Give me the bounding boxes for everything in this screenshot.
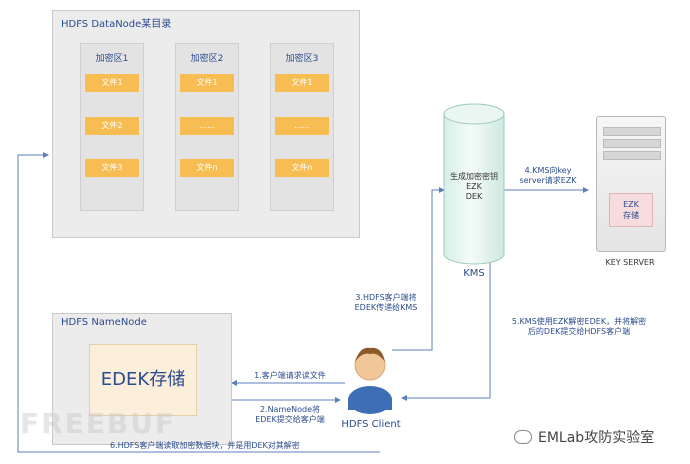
arrow-step5 — [401, 250, 491, 401]
file-block: 文件n — [275, 159, 329, 177]
kms-line: 生成加密密钥 — [450, 172, 498, 181]
zone-label: 加密区1 — [95, 54, 129, 64]
step3-label: 3.HDFS客户端将 EDEK传递给KMS — [346, 293, 426, 313]
edek-storage-label: EDEK存储 — [100, 369, 186, 390]
client-label: HDFS Client — [341, 419, 401, 430]
encryption-zone-2: 加密区2 文件1 ...... 文件n — [175, 43, 239, 211]
file-block: 文件1 — [180, 74, 234, 92]
file-block: 文件2 — [85, 117, 139, 135]
step3-line: EDEK传递给KMS — [354, 303, 418, 312]
namenode-title: HDFS NameNode — [61, 317, 147, 328]
file-block: ...... — [180, 117, 234, 135]
step5-label: 5.KMS使用EZK解密EDEK，并将解密 后的DEK提交给HDFS客户端 — [494, 317, 664, 337]
brand-watermark: EMLab攻防实验室 — [514, 427, 654, 447]
ezk-line: EZK — [623, 200, 639, 209]
key-server-label: KEY SERVER — [605, 258, 655, 267]
ezk-storage-box: EZK 存储 — [609, 193, 653, 227]
step1-label: 1.客户端请求读文件 — [254, 371, 326, 380]
edek-storage-box: EDEK存储 — [89, 344, 197, 416]
step4-label: 4.KMS向key server请求EZK — [512, 166, 584, 186]
file-block: ...... — [275, 117, 329, 135]
ezk-line: 存储 — [623, 211, 639, 220]
chat-bubble-icon — [514, 430, 532, 444]
file-block: 文件n — [180, 159, 234, 177]
step6-label: 6.HDFS客户端读取加密数据块，并是用DEK对其解密 — [110, 441, 300, 450]
arrow-step3 — [392, 187, 445, 351]
step4-line: server请求EZK — [519, 176, 577, 185]
step2-label: 2.NameNode将 EDEK提交给客户端 — [240, 405, 340, 425]
encryption-zone-3: 加密区3 文件1 ...... 文件n — [270, 43, 334, 211]
file-block: 文件1 — [275, 74, 329, 92]
step2-line: 2.NameNode将 — [259, 405, 321, 414]
step4-line: 4.KMS向key — [524, 166, 572, 175]
file-block: 文件1 — [85, 74, 139, 92]
step3-line: 3.HDFS客户端将 — [355, 293, 417, 302]
kms-content: 生成加密密钥 EZK DEK — [444, 172, 504, 202]
drive-bay — [603, 151, 661, 160]
step2-line: EDEK提交给客户端 — [255, 415, 325, 424]
kms-line: DEK — [465, 192, 483, 201]
arrow-step6 — [17, 152, 380, 453]
step5-line: 5.KMS使用EZK解密EDEK，并将解密 — [511, 317, 647, 326]
kms-line: EZK — [466, 182, 482, 191]
step5-line: 后的DEK提交给HDFS客户端 — [527, 327, 631, 336]
namenode-panel: HDFS NameNode EDEK存储 — [52, 313, 232, 445]
key-server-tower: EZK 存储 — [596, 116, 666, 252]
zone-label: 加密区3 — [285, 54, 319, 64]
file-block: 文件3 — [85, 159, 139, 177]
drive-bay — [603, 127, 661, 136]
freebuf-watermark: FREEBUF — [20, 407, 177, 440]
encryption-zone-1: 加密区1 文件1 文件2 文件3 — [80, 43, 144, 211]
drive-bay — [603, 139, 661, 148]
datanode-title: HDFS DataNode某目录 — [61, 19, 172, 30]
zone-label: 加密区2 — [190, 54, 224, 64]
kms-label: KMS — [463, 268, 485, 279]
brand-text: EMLab攻防实验室 — [538, 430, 655, 446]
